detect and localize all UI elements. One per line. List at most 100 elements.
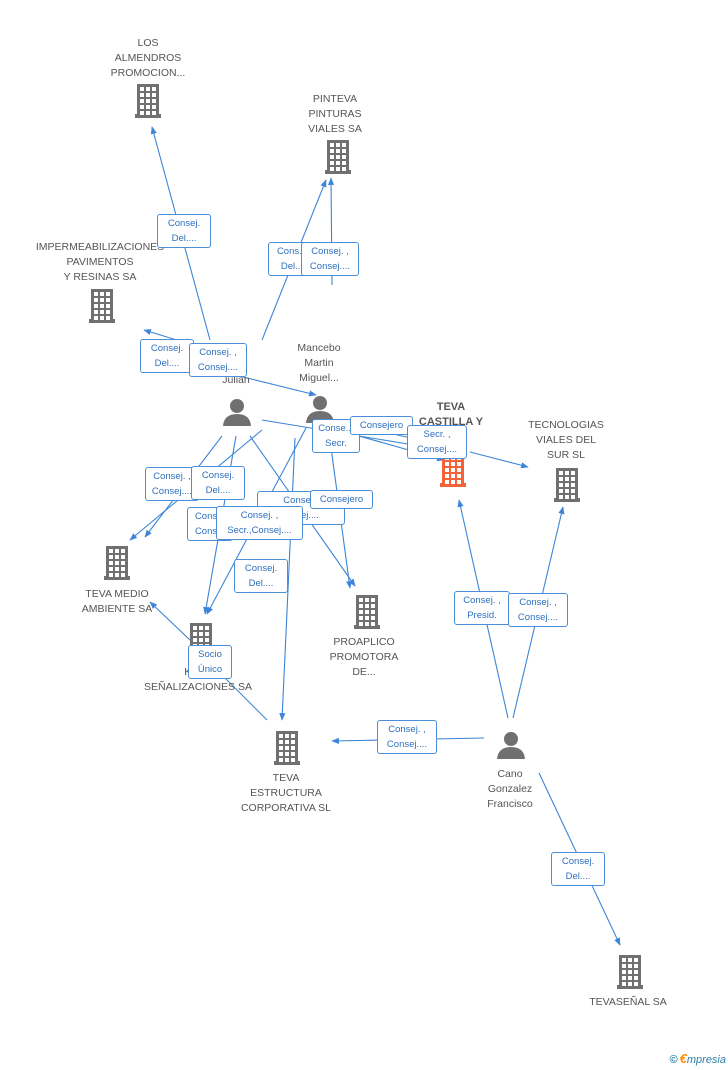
relation-label[interactable]: Consej. Del.... [157, 214, 211, 248]
relation-label-line: Consej.... [197, 362, 239, 373]
relation-label-line: Consej. [201, 470, 235, 481]
relation-edge [469, 451, 529, 469]
company-building-icon[interactable] [274, 731, 300, 765]
node-label-line: SEÑALIZACIONES SA [144, 681, 252, 693]
relation-label-line: Conse... [318, 423, 354, 434]
brand-name: mpresia [686, 1054, 726, 1066]
relation-label-line: Secr. , [423, 429, 451, 440]
node-label-tecnologias[interactable]: TECNOLOGIAS VIALES DEL SUR SL [491, 418, 641, 463]
node-label-line: Mancebo [297, 342, 341, 354]
node-label-line: ALMENDROS [114, 52, 182, 64]
relation-label-line: Único [197, 664, 223, 675]
relation-label[interactable]: Consej. Del.... [551, 852, 605, 886]
relation-label[interactable]: Consej. ,Presid. [454, 591, 510, 625]
relation-label[interactable]: Consej. , Consej.... [145, 467, 199, 501]
node-label-line: PINTEVA [312, 93, 358, 105]
company-building-icon[interactable] [89, 289, 115, 323]
node-icons [89, 84, 643, 989]
relation-label-line: Consejero [319, 494, 364, 505]
relation-label-line: Secr.,Consej.... [227, 525, 292, 536]
empresia-logo-initial: € [679, 1051, 687, 1066]
relation-label-line: Cons... [276, 246, 308, 257]
relation-label[interactable]: Consej. , Consej.... [508, 593, 568, 627]
relation-label-line: Consej. , [463, 595, 501, 606]
copyright-icon: © [669, 1054, 678, 1066]
relation-label[interactable]: Consej. , Consej.... [377, 720, 437, 754]
relation-label-line: Consej. [561, 856, 595, 867]
relation-label-line: Consej.... [309, 261, 351, 272]
node-label-line: VIALES DEL [535, 434, 597, 446]
person-icon[interactable] [223, 399, 251, 426]
relation-label-line: Consej. [167, 218, 201, 229]
relation-edge [149, 601, 191, 641]
empresia-brand[interactable]: ©€mpresia [670, 1051, 726, 1066]
relation-label[interactable]: Consej. Del.... [191, 466, 245, 500]
relation-label-line: Consej. , [199, 347, 237, 358]
node-label-los-almendros[interactable]: LOS ALMENDROS PROMOCION... [73, 36, 223, 81]
relation-label[interactable]: Consej. Del.... [234, 559, 288, 593]
relation-label[interactable]: Consej.Del.... [140, 339, 194, 373]
company-building-icon[interactable] [617, 955, 643, 989]
relation-label-line: Consej. , [388, 724, 426, 735]
node-label-line: LOS [137, 37, 159, 49]
node-label-line: CORPORATIVA SL [240, 802, 332, 814]
relation-edge [279, 437, 296, 721]
relation-label-line: Del... [280, 261, 304, 272]
relation-label[interactable]: Consej. , Consej.... [189, 343, 247, 377]
relation-label-line: Del.... [171, 233, 197, 244]
relation-label[interactable]: Secr. ,Consej.... [407, 425, 467, 459]
node-label-line: DE... [352, 666, 376, 678]
relation-label-line: Del.... [565, 871, 591, 882]
relation-edge [234, 374, 317, 397]
node-label-line: TEVASEÑAL SA [589, 996, 667, 1008]
node-label-line: PAVIMENTOS [66, 256, 134, 268]
relation-label-line: Secr. [325, 438, 347, 449]
company-building-icon[interactable] [554, 468, 580, 502]
relation-label-line: Consej.... [151, 486, 193, 497]
relation-label[interactable]: Consejero [310, 490, 373, 509]
node-label-line: AMBIENTE SA [81, 603, 153, 615]
node-label-line: SUR SL [547, 449, 585, 461]
relation-label-line: Consej. , [311, 246, 349, 257]
relation-label-line: Consej. [244, 563, 278, 574]
node-label-line: Julian [222, 374, 250, 386]
relation-label[interactable]: Consejero [350, 416, 413, 435]
node-label-line: TEVA [436, 401, 466, 413]
node-label-line: PROAPLICO [333, 636, 395, 648]
relation-label-line: Socio [198, 649, 222, 660]
relation-label-line: Cons... [194, 511, 226, 522]
node-label-line: Y RESINAS SA [63, 271, 137, 283]
node-label-line: Cano [497, 768, 523, 780]
relation-label-line: Consej. , [153, 471, 191, 482]
relation-label-line: Consej.... [386, 739, 428, 750]
relation-label-line: Conse... [283, 495, 319, 506]
relation-label-line: Consejero [359, 420, 404, 431]
relation-label-line: Consej. , [519, 597, 557, 608]
node-label-line: TEVA [272, 772, 300, 784]
relation-label-line: Del.... [248, 578, 274, 589]
node-label-line: VIALES SA [308, 123, 362, 135]
relation-label[interactable]: Consej. , Consej.... [301, 242, 359, 276]
company-building-icon[interactable] [354, 595, 380, 629]
relation-label-line: Consej.... [517, 612, 559, 623]
company-building-icon[interactable] [325, 140, 351, 174]
company-building-icon[interactable] [135, 84, 161, 118]
relation-label-line: Del.... [205, 485, 231, 496]
node-label-tevasenal[interactable]: TEVASEÑAL SA [553, 995, 703, 1010]
person-icon[interactable] [497, 732, 525, 759]
relation-label-line: Consej. [150, 343, 184, 354]
node-label-line: TECNOLOGIAS [528, 419, 604, 431]
relation-label[interactable]: Consej. ,Secr.,Consej.... [216, 506, 303, 540]
company-building-icon[interactable] [104, 546, 130, 580]
node-label-line: Gonzalez [487, 783, 533, 795]
node-label-line: PROMOCION... [110, 67, 186, 79]
